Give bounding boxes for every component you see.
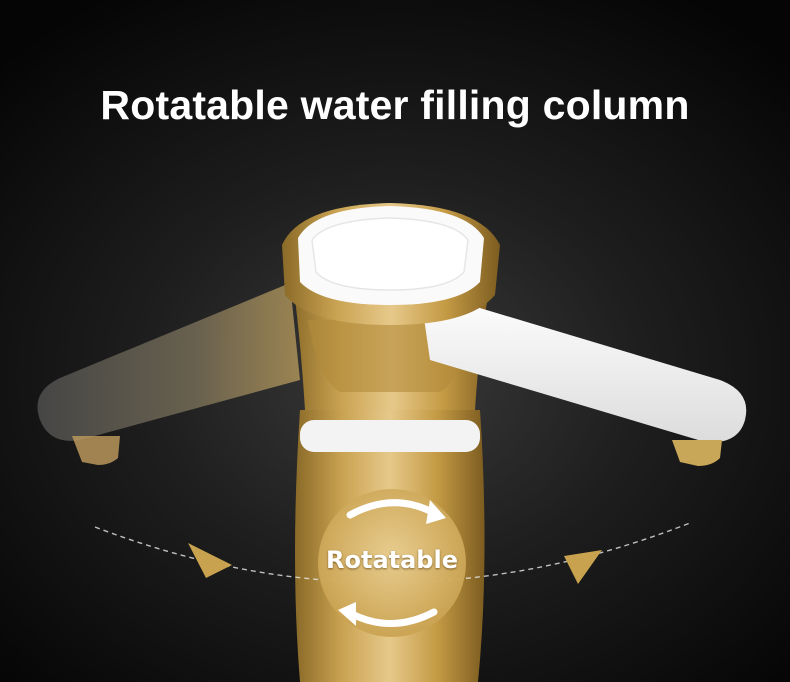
badge-label: Rotatable — [326, 546, 458, 574]
curved-arrow-top-icon — [346, 499, 436, 519]
top-cap — [282, 203, 500, 325]
headline: Rotatable water filling column — [100, 82, 690, 128]
spout-ghost-left — [37, 283, 300, 465]
rotatable-badge — [318, 489, 466, 637]
curved-arrow-bottom-icon — [348, 608, 438, 627]
arrow-right-icon — [564, 550, 602, 584]
white-ring — [300, 420, 480, 452]
arrow-left-icon — [188, 543, 232, 578]
spout-right — [420, 290, 747, 466]
